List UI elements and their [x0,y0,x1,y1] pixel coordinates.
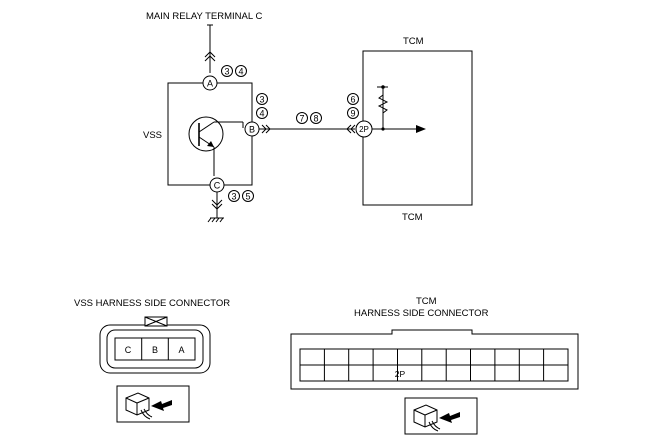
ground-symbol [207,192,224,223]
tcm-view-direction-icon [404,397,478,435]
circled-nums-wire: 7 8 [296,112,322,124]
vss-terminal-a: A [202,75,218,91]
tcm-pin-2p: 2P [395,369,406,379]
tcm-connector [290,329,579,390]
circled-tcm-2: 9 [350,109,355,119]
main-relay-label: MAIN RELAY TERMINAL C [146,11,262,22]
tcm-terminal-label: 2P [359,125,369,134]
tcm-internal-circuit [372,85,426,133]
circled-nums-b: 3 4 [256,93,268,119]
circled-a-2: 4 [238,67,243,77]
power-feed-wire [204,24,216,73]
terminal-a-letter: A [207,79,213,89]
circled-c-1: 3 [231,192,236,202]
circled-a-1: 3 [224,67,229,77]
tcm-connector-title-2: HARNESS SIDE CONNECTOR [354,308,489,319]
transistor-symbol [188,116,244,176]
tcm-connector-title-1: TCM [416,296,437,307]
circled-nums-tcm: 6 9 [347,93,359,119]
tcm-label-bottom: TCM [402,212,423,223]
circled-nums-a: 3 4 [221,65,247,77]
circled-b-1: 3 [259,95,264,105]
circled-wire-1: 7 [299,114,304,124]
circled-tcm-1: 6 [350,95,355,105]
vss-connector-title: VSS HARNESS SIDE CONNECTOR [74,298,230,309]
tcm-label-top: TCM [403,36,424,47]
circled-c-2: 5 [245,192,250,202]
vss-pin-a: A [178,345,184,355]
vss-pin-c: C [125,345,132,355]
vss-view-direction-icon [116,385,190,423]
terminal-c-letter: C [214,181,221,191]
circled-wire-2: 8 [313,114,318,124]
vss-pin-b: B [152,345,158,355]
signal-wire [259,124,356,134]
tcm-terminal-2p: 2P [355,120,373,138]
circled-b-2: 4 [259,109,264,119]
circled-nums-c: 3 5 [228,190,254,202]
vss-connector [99,316,211,374]
vss-terminal-c: C [209,177,225,193]
vss-label: VSS [143,130,162,141]
vss-box [167,82,253,186]
vss-terminal-b: B [244,121,260,137]
terminal-b-letter: B [249,125,255,135]
